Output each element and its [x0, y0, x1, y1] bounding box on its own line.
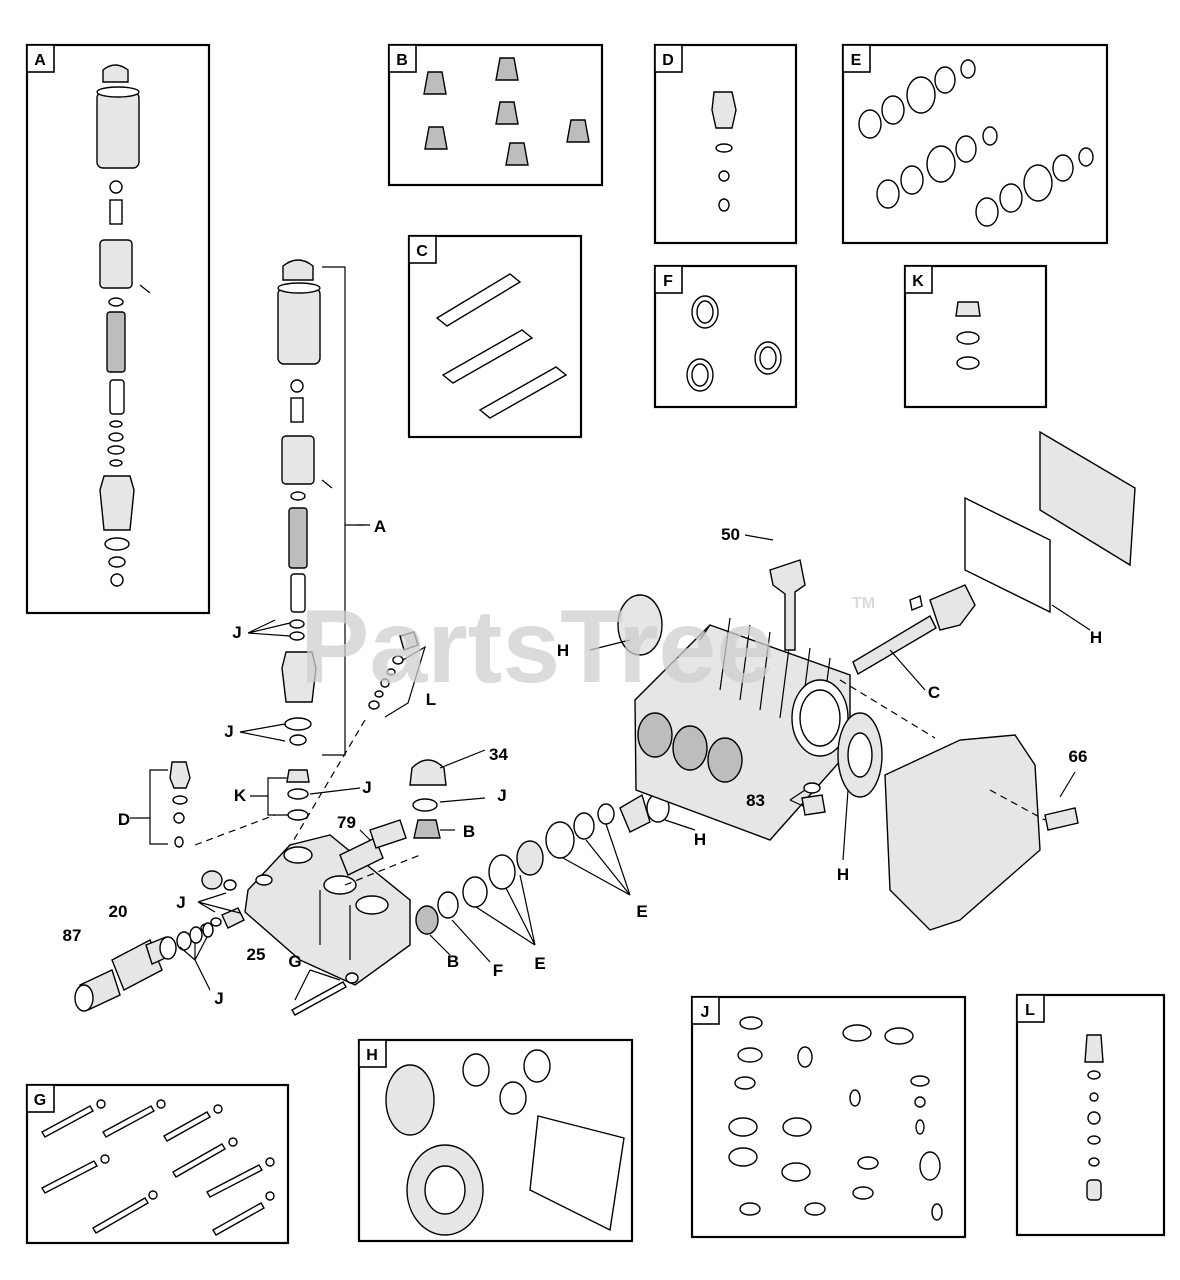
seal-kit-parts — [858, 59, 1094, 227]
callout-e-upper: E — [636, 902, 647, 921]
check-valve-kit-parts — [1084, 1034, 1104, 1201]
callout-87: 87 — [63, 926, 82, 945]
check-valve-parts — [711, 91, 737, 212]
kit-label-d: D — [662, 52, 674, 69]
callout-e-lower: E — [534, 954, 545, 973]
callout-l: L — [426, 690, 436, 709]
kit-box-h: H — [357, 1038, 634, 1243]
check-valve-stack-l — [269, 631, 427, 881]
kit-label-f: F — [663, 273, 673, 290]
inlet-valve-parts — [955, 301, 981, 370]
kit-box-a: A — [25, 43, 211, 615]
callout-j-inlet: J — [176, 893, 185, 912]
callout-a: A — [374, 517, 386, 536]
callout-h-seal-mid: H — [694, 830, 706, 849]
callout-j-stack-upper: J — [232, 623, 241, 642]
callout-83: 83 — [746, 791, 765, 810]
callout-k: K — [234, 786, 247, 805]
side-cover — [789, 712, 1079, 931]
kit-label-e: E — [851, 52, 862, 69]
kit-label-c: C — [416, 243, 428, 260]
bolt-g — [291, 969, 359, 1016]
callout-20: 20 — [109, 902, 128, 921]
callouts: 50 34 79 83 66 20 87 25 A B B C D E E F … — [63, 517, 1103, 1008]
watermark-text: PartsTree — [300, 589, 774, 705]
shaft-parts — [435, 273, 568, 419]
kit-label-a: A — [34, 52, 46, 69]
seal-retainer-parts — [686, 295, 782, 392]
callout-b-seal: B — [447, 952, 459, 971]
callout-79: 79 — [337, 813, 356, 832]
kit-box-k: K — [903, 264, 1048, 409]
watermark: PartsTree TM — [300, 589, 875, 705]
crankcase — [589, 534, 851, 841]
bolt-kit-parts — [41, 1099, 275, 1236]
camshaft-assembly — [839, 430, 1136, 739]
callout-f: F — [493, 961, 503, 980]
kit-box-g: G — [25, 1083, 290, 1245]
manifold — [194, 814, 421, 986]
callout-h-side-seal: H — [837, 865, 849, 884]
kit-box-b: B — [387, 43, 604, 187]
callout-h-seal-top: H — [557, 641, 569, 660]
oil-seal-kit-parts — [385, 1049, 625, 1236]
callout-j-k: J — [362, 778, 371, 797]
kit-box-f: F — [653, 264, 798, 409]
kit-box-l: L — [1015, 993, 1166, 1237]
callout-50: 50 — [721, 525, 740, 544]
kit-label-j: J — [701, 1004, 710, 1021]
kit-label-h: H — [366, 1047, 378, 1064]
kit-box-e: E — [841, 43, 1109, 245]
kit-label-g: G — [34, 1092, 46, 1109]
callout-c: C — [928, 683, 940, 702]
callout-g: G — [288, 952, 301, 971]
callout-25: 25 — [247, 945, 266, 964]
callout-b-nozzle: B — [463, 822, 475, 841]
callout-j-stack-lower: J — [224, 722, 233, 741]
leader-lines — [239, 524, 370, 816]
kit-box-d: D — [653, 43, 798, 245]
kit-label-b: B — [396, 52, 408, 69]
inlet-fittings — [74, 870, 245, 1012]
callout-h-gasket: H — [1090, 628, 1102, 647]
kit-box-c: C — [407, 234, 583, 439]
kit-label-l: L — [1025, 1002, 1035, 1019]
callout-j-fittings: J — [214, 989, 223, 1008]
callout-j-plug: J — [497, 786, 506, 805]
plug-and-nozzle — [339, 749, 486, 876]
o-ring-kit-parts — [728, 1016, 943, 1221]
check-valve-stack-d — [130, 761, 191, 848]
callout-d: D — [118, 810, 130, 829]
watermark-tm: TM — [852, 595, 875, 612]
unloader-stack — [277, 259, 370, 821]
callout-34: 34 — [489, 745, 508, 764]
kit-label-k: K — [912, 273, 924, 290]
unloader-assembly-parts — [96, 64, 151, 587]
nozzle-parts — [423, 57, 590, 166]
callout-66: 66 — [1069, 747, 1088, 766]
kit-box-j: J — [690, 995, 967, 1239]
seal-row — [415, 793, 696, 963]
